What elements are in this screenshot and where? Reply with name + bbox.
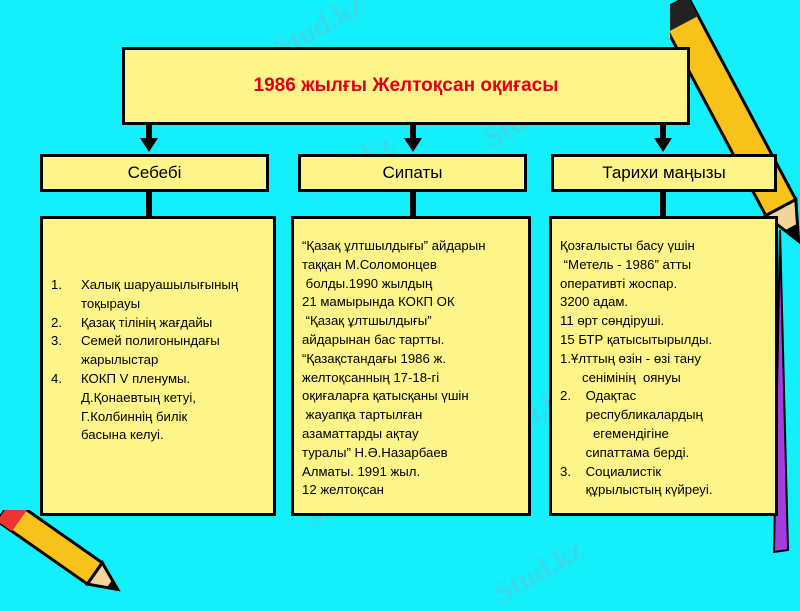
- text-line: құрылыстың күйреуі.: [560, 482, 713, 498]
- arrow-down-icon: [654, 138, 672, 152]
- header-cause-label: Себебі: [127, 163, 182, 182]
- connector-1: [146, 125, 152, 141]
- item-text: КОКП V пленумы. Д.Қонаевтың кетуі, Г.Кол…: [81, 370, 196, 443]
- item-text: Қазақ тілінің жағдайы: [81, 314, 213, 330]
- connector-5: [410, 192, 416, 216]
- causes-box: 1. Халық шаруашылығының тоқырауы 2. Қазақ …: [40, 216, 276, 516]
- text-line: 1.Ұлттың өзін - өзі тану: [560, 350, 701, 366]
- list-item: 3. Семей полигонындағы жарылыстар: [51, 332, 238, 370]
- text-line: сипаттама берді.: [560, 444, 690, 460]
- text-line: республикалардың: [560, 407, 703, 423]
- diagram-title: 1986 жылғы Желтоқсан оқиғасы: [253, 75, 559, 96]
- text-line: “Қазақ ұлтшылдығы”: [302, 313, 432, 329]
- text-line: 15 БТР қатысытырылды.: [560, 331, 713, 347]
- text-line: таққан М.Соломонцев: [302, 256, 437, 272]
- text-line: оперативті жоспар.: [560, 275, 678, 291]
- list-item: 2. Қазақ тілінің жағдайы: [51, 314, 238, 333]
- connector-3: [660, 125, 666, 141]
- text-line: 21 мамырында КОКП ОК: [302, 294, 455, 310]
- text-line: сенімінің оянуы: [560, 369, 681, 385]
- title-box: 1986 жылғы Желтоқсан оқиғасы: [122, 47, 690, 125]
- connector-4: [146, 192, 152, 216]
- item-number: 4.: [51, 370, 62, 386]
- text-line: 11 өрт сөндіруші.: [560, 313, 665, 329]
- connector-2: [410, 125, 416, 141]
- text-line: азаматтарды ақтау: [302, 425, 419, 441]
- header-character-label: Сипаты: [382, 163, 443, 182]
- text-line: Алматы. 1991 жыл.: [302, 463, 421, 479]
- item-number: 3.: [51, 333, 62, 349]
- list-item: 4. КОКП V пленумы. Д.Қонаевтың кетуі, Г.К…: [51, 370, 238, 445]
- text-line: желтоқсанның 17-18-гі: [302, 369, 440, 385]
- pencil-bottom-left-icon: [0, 510, 121, 592]
- significance-box: Қозғалысты басу үшін “Метель - 1986” атт…: [549, 216, 778, 516]
- text-line: жауапқа тартылған: [302, 407, 423, 423]
- item-text: Семей полигонындағы жарылыстар: [81, 333, 220, 368]
- header-significance: Тарихи маңызы: [551, 154, 777, 192]
- text-line: 12 желтоқсан: [302, 482, 384, 498]
- text-line: “Қазақстандағы 1986 ж.: [302, 350, 446, 366]
- text-line: 3. Социалистік: [560, 463, 662, 479]
- list-item: 1. Халық шаруашылығының тоқырауы: [51, 276, 238, 314]
- text-line: Қозғалысты басу үшін: [560, 238, 695, 253]
- text-line: “Қазақ ұлтшылдығы” айдарын: [302, 238, 486, 253]
- item-number: 1.: [51, 277, 62, 292]
- text-line: айдарынан бас тартты.: [302, 331, 445, 347]
- arrow-down-icon: [404, 138, 422, 152]
- header-cause: Себебі: [40, 154, 269, 192]
- arrow-down-icon: [140, 138, 158, 152]
- text-line: егемендігіне: [560, 425, 669, 441]
- text-line: 3200 адам.: [560, 294, 629, 310]
- header-significance-label: Тарихи маңызы: [602, 163, 726, 182]
- text-line: болды.1990 жылдың: [302, 275, 433, 291]
- text-line: оқиғаларға қатысқаны үшін: [302, 388, 469, 404]
- watermark-6: Stud.kz: [488, 532, 590, 611]
- connector-6: [660, 192, 666, 216]
- character-text: “Қазақ ұлтшылдығы” айдарын таққан М.Соло…: [302, 237, 486, 500]
- item-text: Халық шаруашылығының тоқырауы: [81, 277, 239, 311]
- text-line: 2. Одақтас: [560, 388, 637, 404]
- character-box: “Қазақ ұлтшылдығы” айдарын таққан М.Соло…: [291, 216, 531, 516]
- significance-text: Қозғалысты басу үшін “Метель - 1986” атт…: [560, 237, 713, 500]
- text-line: “Метель - 1986” атты: [560, 256, 692, 272]
- text-line: туралы” Н.Ә.Назарбаев: [302, 444, 448, 460]
- header-character: Сипаты: [298, 154, 527, 192]
- item-number: 2.: [51, 314, 62, 330]
- causes-list: 1. Халық шаруашылығының тоқырауы 2. Қазақ …: [51, 276, 238, 445]
